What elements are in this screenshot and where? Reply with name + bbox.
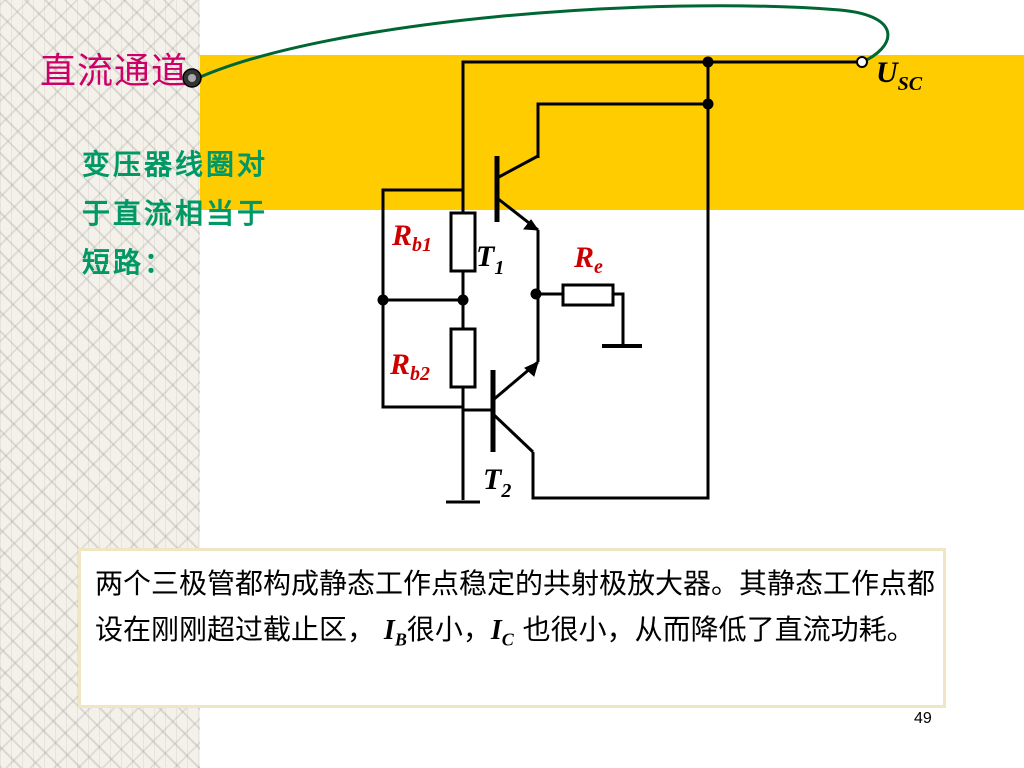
- symbol-ib: IB: [383, 615, 407, 650]
- page-number: 49: [914, 710, 932, 727]
- transistor-t2: [490, 360, 539, 454]
- junction-dots: [377, 56, 714, 306]
- decorative-pattern-strip: [0, 0, 200, 768]
- label-t2: T2: [483, 463, 511, 502]
- resistor-re: [561, 283, 615, 307]
- label-re: Re: [573, 241, 603, 278]
- explanation-box: 两个三极管都构成静态工作点稳定的共射极放大器。其静态工作点都设在刚刚超过截止区，…: [78, 548, 946, 708]
- transistor-t1: [494, 154, 540, 232]
- slide-title: 直流通道: [40, 51, 189, 92]
- resistor-rb2: [449, 327, 477, 389]
- resistor-rb1: [449, 211, 477, 273]
- label-t1: T1: [476, 240, 504, 279]
- usc-terminal: [856, 56, 868, 68]
- label-rb1: Rb1: [391, 219, 432, 256]
- yellow-header-band: [200, 55, 1024, 210]
- label-usc: USC: [876, 56, 923, 95]
- transformer-note: 变压器线圈对于直流相当于短路：: [82, 148, 269, 279]
- speaker-icon: [182, 68, 202, 88]
- label-rb2: Rb2: [389, 348, 430, 385]
- green-connection-curve: [197, 4, 890, 80]
- circuit-wires: [381, 60, 858, 504]
- explanation-text: 两个三极管都构成静态工作点稳定的共射极放大器。其静态工作点都设在刚刚超过截止区，…: [95, 567, 936, 650]
- symbol-ic: IC: [490, 615, 514, 650]
